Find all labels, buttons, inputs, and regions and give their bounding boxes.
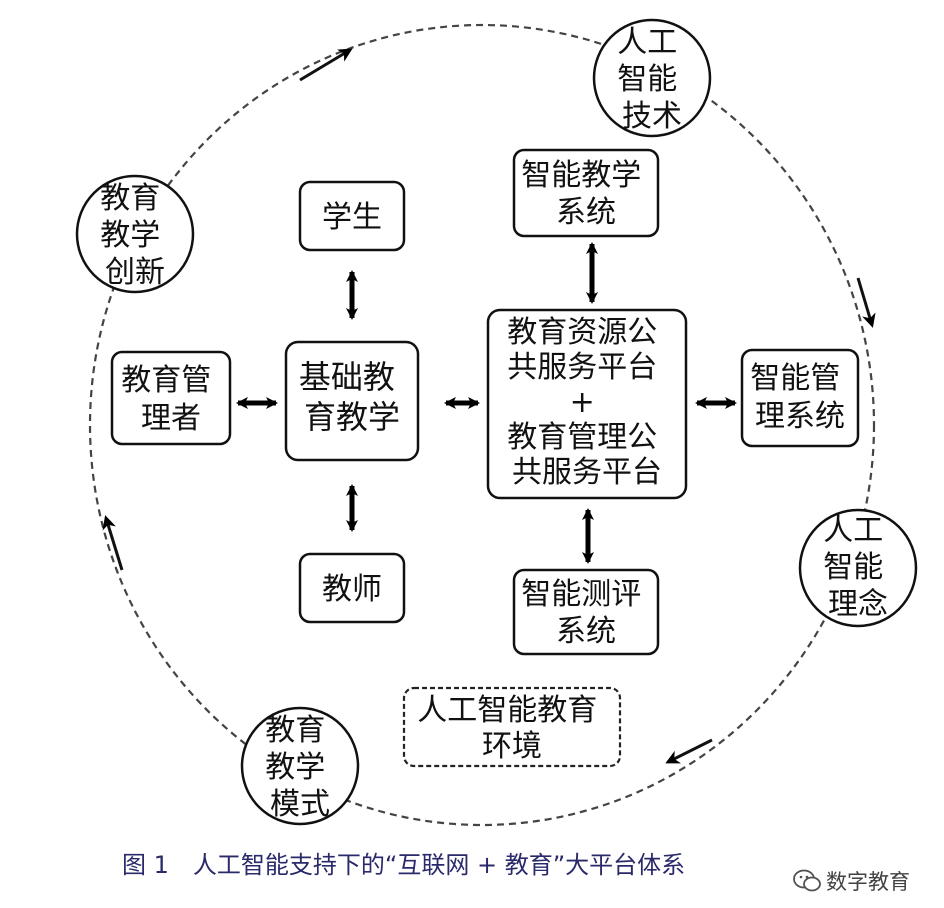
circle-edu-innovation-line-3: 创新 xyxy=(105,255,165,290)
circle-edu-mode: 教育 教学 模式 xyxy=(240,706,360,826)
box-ai-edu-environment-line-2: 环境 xyxy=(482,729,542,764)
circle-ai-concept-line-1: 人工 xyxy=(823,513,883,548)
box-platform-line-4: 教育管理公 xyxy=(507,420,657,455)
svg-text:人工 智能 技术: 人工 智能 技术 xyxy=(617,25,687,134)
circle-ai-tech-line-3: 技术 xyxy=(622,99,682,134)
circle-edu-mode-line-2: 教学 xyxy=(265,750,325,785)
circle-ai-concept-line-2: 智能 xyxy=(823,550,883,585)
box-basic-teaching: 基础教 育教学 xyxy=(284,340,420,462)
box-smart-evaluation-system: 智能测评 系统 xyxy=(512,568,660,656)
box-student: 学生 xyxy=(298,180,406,252)
box-platform-line-2: 共服务平台 xyxy=(507,350,657,385)
box-smart-teaching-system-line-1: 智能教学 xyxy=(521,158,641,193)
box-platform-line-3: + xyxy=(570,385,595,420)
svg-text:人工 智能 理念: 人工 智能 理念 xyxy=(823,513,893,622)
box-platform-line-5: 共服务平台 xyxy=(512,455,662,490)
flow-arrow-left xyxy=(102,515,124,571)
svg-text:智能管 理系统: 智能管 理系统 xyxy=(750,361,850,434)
flow-arrow-right xyxy=(856,277,876,328)
box-smart-teaching-system: 智能教学 系统 xyxy=(512,148,660,238)
box-edu-manager: 教育管 理者 xyxy=(110,350,232,446)
circle-ai-tech-line-1: 人工 xyxy=(617,25,677,60)
watermark-text: 数字教育 xyxy=(826,870,910,894)
circle-edu-mode-line-1: 教育 xyxy=(265,713,325,748)
box-student-label: 学生 xyxy=(322,200,382,235)
svg-text:教育管 理者: 教育管 理者 xyxy=(121,363,221,436)
box-smart-management-system-line-2: 理系统 xyxy=(755,399,845,434)
connectors xyxy=(236,242,737,564)
svg-text:智能教学 系统: 智能教学 系统 xyxy=(521,158,651,230)
watermark: 数字教育 xyxy=(792,866,910,896)
box-teacher: 教师 xyxy=(298,552,406,624)
flow-arrow-top xyxy=(299,48,353,82)
outer-cycle-ring xyxy=(88,23,876,827)
svg-text:教育 教学 创新: 教育 教学 创新 xyxy=(100,181,170,290)
svg-text:基础教 育教学: 基础教 育教学 xyxy=(299,358,405,436)
flow-arrow-bottom-right xyxy=(665,738,713,764)
cycle-arrows xyxy=(102,48,876,764)
wechat-icon xyxy=(793,869,821,892)
box-platform: 教育资源公 共服务平台 + 教育管理公 共服务平台 xyxy=(486,308,688,500)
box-edu-manager-line-1: 教育管 xyxy=(121,363,211,398)
box-smart-management-system-line-1: 智能管 xyxy=(750,361,840,396)
svg-text:教育资源公 共服务平台 +: 教育资源公 共服务平台 + 教育管理公 共服务平台 xyxy=(507,315,667,490)
box-smart-teaching-system-line-2: 系统 xyxy=(556,195,616,230)
circle-edu-innovation: 教育 教学 创新 xyxy=(75,174,195,294)
box-ai-edu-environment: 人工智能教育 环境 xyxy=(402,686,622,768)
svg-text:智能测评 系统: 智能测评 系统 xyxy=(521,577,651,649)
figure-caption: 图 1 人工智能支持下的“互联网 + 教育”大平台体系 xyxy=(122,851,685,879)
circle-edu-innovation-line-2: 教学 xyxy=(100,218,160,253)
box-ai-edu-environment-line-1: 人工智能教育 xyxy=(417,693,597,728)
box-basic-teaching-line-1: 基础教 xyxy=(299,358,395,396)
circle-ai-tech-line-2: 智能 xyxy=(617,62,677,97)
box-basic-teaching-line-2: 育教学 xyxy=(304,398,400,436)
box-teacher-label: 教师 xyxy=(322,572,382,607)
circle-edu-mode-line-3: 模式 xyxy=(270,787,330,822)
circle-ai-concept: 人工 智能 理念 xyxy=(798,508,918,628)
box-smart-evaluation-system-line-2: 系统 xyxy=(556,614,616,649)
box-edu-manager-line-2: 理者 xyxy=(141,401,201,436)
circle-ai-tech: 人工 智能 技术 xyxy=(592,18,712,138)
box-smart-evaluation-system-line-1: 智能测评 xyxy=(521,577,641,612)
svg-text:教育 教学 模式: 教育 教学 模式 xyxy=(265,713,335,822)
svg-text:人工智能教育 环境: 人工智能教育 环境 xyxy=(417,693,607,764)
box-platform-line-1: 教育资源公 xyxy=(507,315,657,350)
box-smart-management-system: 智能管 理系统 xyxy=(740,348,860,448)
circle-edu-innovation-line-1: 教育 xyxy=(100,181,160,216)
circle-ai-concept-line-3: 理念 xyxy=(828,587,888,622)
